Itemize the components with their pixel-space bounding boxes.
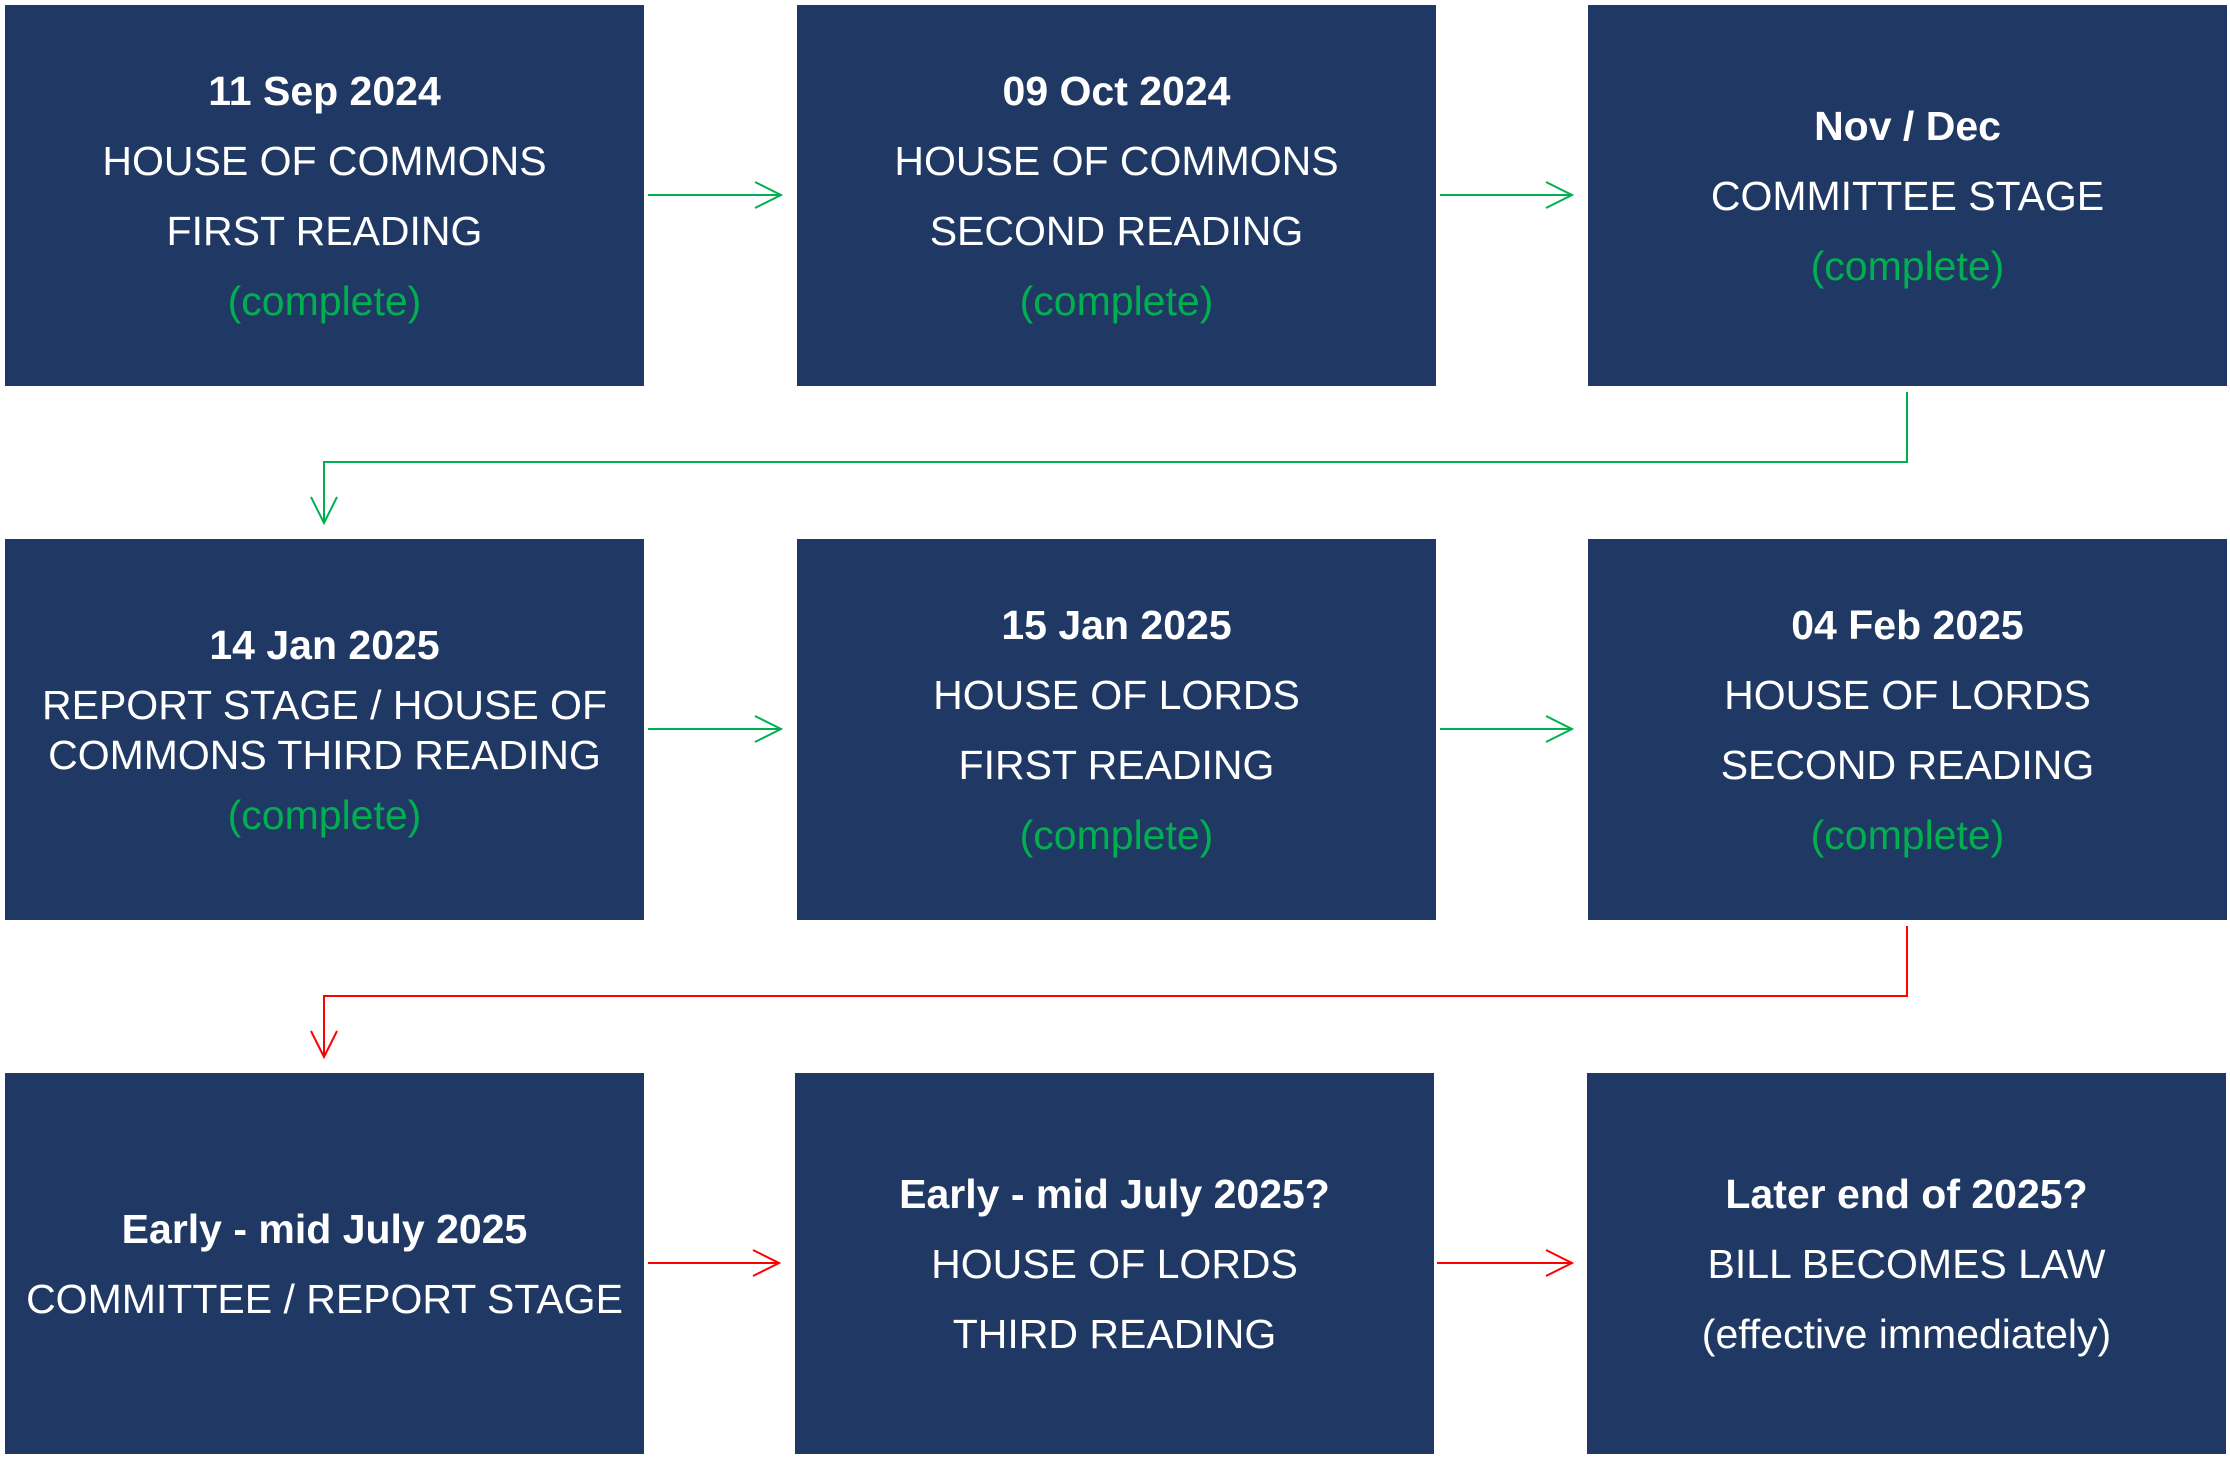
stage-line: COMMITTEE STAGE bbox=[1710, 172, 2105, 219]
stage-line: COMMITTEE / REPORT STAGE bbox=[26, 1275, 623, 1322]
stage-box-1: 11 Sep 2024 HOUSE OF COMMONS FIRST READI… bbox=[5, 5, 644, 386]
stage-line: (effective immediately) bbox=[1701, 1310, 2112, 1357]
stage-status: (complete) bbox=[1810, 811, 2005, 858]
stage-box-9: Later end of 2025? BILL BECOMES LAW (eff… bbox=[1587, 1073, 2226, 1454]
stage-date: Nov / Dec bbox=[1814, 102, 2001, 149]
stage-status: (complete) bbox=[1019, 277, 1214, 324]
arrow-3-to-4 bbox=[324, 392, 1908, 523]
stage-line: HOUSE OF LORDS bbox=[1724, 671, 2091, 718]
stage-date: 14 Jan 2025 bbox=[209, 621, 440, 668]
stage-line: BILL BECOMES LAW bbox=[1707, 1240, 2106, 1287]
stage-box-5: 15 Jan 2025 HOUSE OF LORDS FIRST READING… bbox=[797, 539, 1436, 920]
stage-date: Later end of 2025? bbox=[1725, 1170, 2088, 1217]
stage-status: (complete) bbox=[1810, 242, 2005, 289]
stage-line: FIRST READING bbox=[166, 207, 483, 254]
stage-box-2: 09 Oct 2024 HOUSE OF COMMONS SECOND READ… bbox=[797, 5, 1436, 386]
stage-date: Early - mid July 2025 bbox=[121, 1205, 528, 1252]
stage-line: COMMONS THIRD READING bbox=[48, 731, 601, 778]
stage-status: (complete) bbox=[1019, 811, 1214, 858]
stage-date: 09 Oct 2024 bbox=[1002, 67, 1231, 114]
stage-box-4: 14 Jan 2025 REPORT STAGE / HOUSE OF COMM… bbox=[5, 539, 644, 920]
stage-date: 11 Sep 2024 bbox=[208, 67, 441, 114]
stage-status: (complete) bbox=[227, 791, 422, 838]
stage-line: FIRST READING bbox=[958, 741, 1275, 788]
stage-status: (complete) bbox=[227, 277, 422, 324]
stage-date: Early - mid July 2025? bbox=[899, 1170, 1330, 1217]
stage-line: HOUSE OF COMMONS bbox=[894, 137, 1339, 184]
stage-line: HOUSE OF LORDS bbox=[931, 1240, 1298, 1287]
stage-line: HOUSE OF COMMONS bbox=[102, 137, 547, 184]
stage-box-3: Nov / Dec COMMITTEE STAGE (complete) bbox=[1588, 5, 2227, 386]
stage-line: SECOND READING bbox=[1720, 741, 2095, 788]
stage-box-6: 04 Feb 2025 HOUSE OF LORDS SECOND READIN… bbox=[1588, 539, 2227, 920]
stage-line: HOUSE OF LORDS bbox=[933, 671, 1300, 718]
stage-line: REPORT STAGE / HOUSE OF bbox=[42, 681, 607, 728]
arrow-6-to-7 bbox=[324, 926, 1908, 1057]
stage-date: 15 Jan 2025 bbox=[1001, 601, 1232, 648]
stage-line: THIRD READING bbox=[952, 1310, 1277, 1357]
stage-date: 04 Feb 2025 bbox=[1791, 601, 2024, 648]
stage-box-8: Early - mid July 2025? HOUSE OF LORDS TH… bbox=[795, 1073, 1434, 1454]
stage-line: SECOND READING bbox=[929, 207, 1304, 254]
stage-box-7: Early - mid July 2025 COMMITTEE / REPORT… bbox=[5, 1073, 644, 1454]
